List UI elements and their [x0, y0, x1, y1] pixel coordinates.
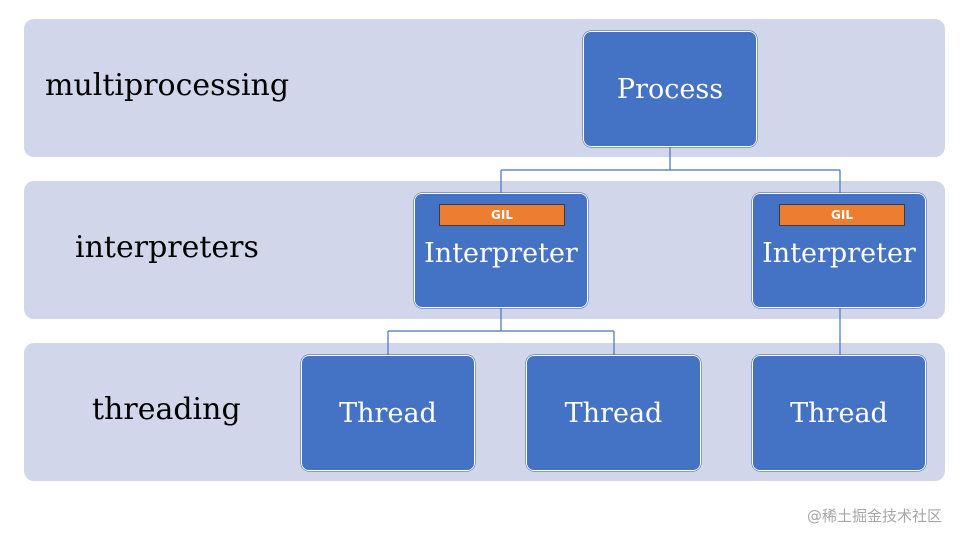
process-node: Process	[583, 31, 757, 147]
interpreter-node-1: GIL Interpreter	[414, 193, 588, 308]
interpreter-label-2: Interpreter	[762, 238, 916, 269]
threading-label: threading	[92, 392, 241, 427]
watermark: @稀土掘金技术社区	[806, 507, 942, 525]
connector-interpreter1-threads	[387, 307, 615, 356]
multiprocessing-label: multiprocessing	[45, 68, 290, 103]
interpreter-label-1: Interpreter	[424, 238, 578, 269]
thread-label-2: Thread	[564, 397, 663, 429]
thread-label-1: Thread	[339, 397, 437, 429]
thread-label-3: Thread	[790, 397, 888, 429]
thread-node-1: Thread	[301, 355, 475, 471]
connector-process-interpreters	[500, 146, 841, 193]
interpreter-node-2: GIL Interpreter	[752, 193, 926, 308]
thread-node-3: Thread	[752, 355, 926, 471]
interpreters-label: interpreters	[75, 230, 259, 265]
multiprocessing-band	[24, 19, 945, 157]
gil-lock-2: GIL	[779, 204, 905, 226]
gil-lock-1: GIL	[439, 204, 565, 226]
thread-node-2: Thread	[526, 355, 701, 471]
process-label: Process	[616, 73, 724, 105]
